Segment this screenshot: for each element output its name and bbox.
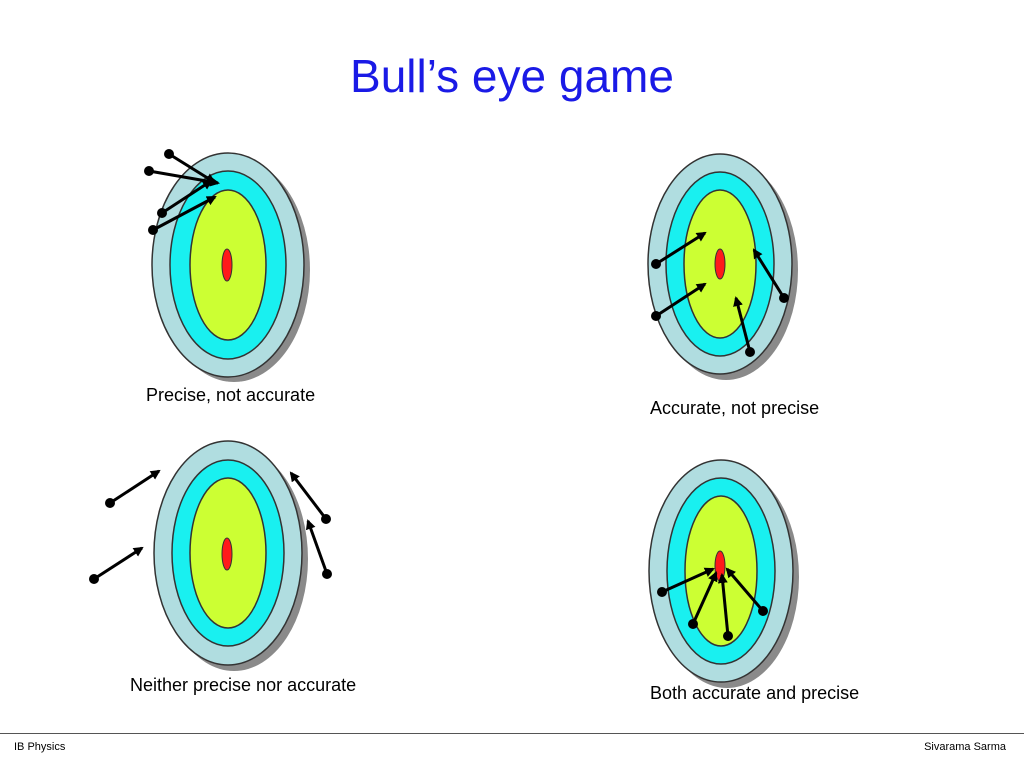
arrows (651, 231, 789, 357)
arrow (657, 567, 715, 597)
arrow (688, 571, 718, 629)
caption-accurate-and-precise: Both accurate and precise (650, 683, 860, 703)
target-precise-not-accurate (144, 149, 310, 382)
arrows (144, 149, 220, 235)
bullseye (714, 248, 726, 280)
slide-title: Bull’s eye game (350, 50, 674, 102)
arrow (752, 248, 789, 303)
caption-precise-not-accurate: Precise, not accurate (146, 385, 316, 405)
footer-right: Sivarama Sarma (924, 741, 1006, 753)
caption-neither: Neither precise nor accurate (130, 675, 357, 695)
footer-left: IB Physics (14, 741, 66, 753)
target-neither (89, 440, 332, 671)
target-accurate-and-precise (648, 459, 799, 688)
caption-accurate-not-precise: Accurate, not precise (650, 398, 820, 418)
arrow (89, 546, 144, 584)
arrow (105, 469, 161, 508)
bullseye (221, 248, 233, 282)
arrow (717, 573, 733, 641)
target-accurate-not-precise (647, 153, 798, 380)
arrow (289, 471, 331, 524)
arrow (157, 179, 213, 218)
bullseye (221, 537, 233, 571)
arrow (651, 282, 707, 321)
footer-divider (0, 733, 1024, 734)
arrows (89, 469, 332, 584)
arrow (725, 567, 768, 616)
arrow (164, 149, 216, 184)
arrow (305, 519, 332, 579)
arrow (148, 195, 217, 235)
arrows (657, 567, 768, 641)
arrow (651, 231, 707, 269)
arrow (733, 296, 755, 357)
